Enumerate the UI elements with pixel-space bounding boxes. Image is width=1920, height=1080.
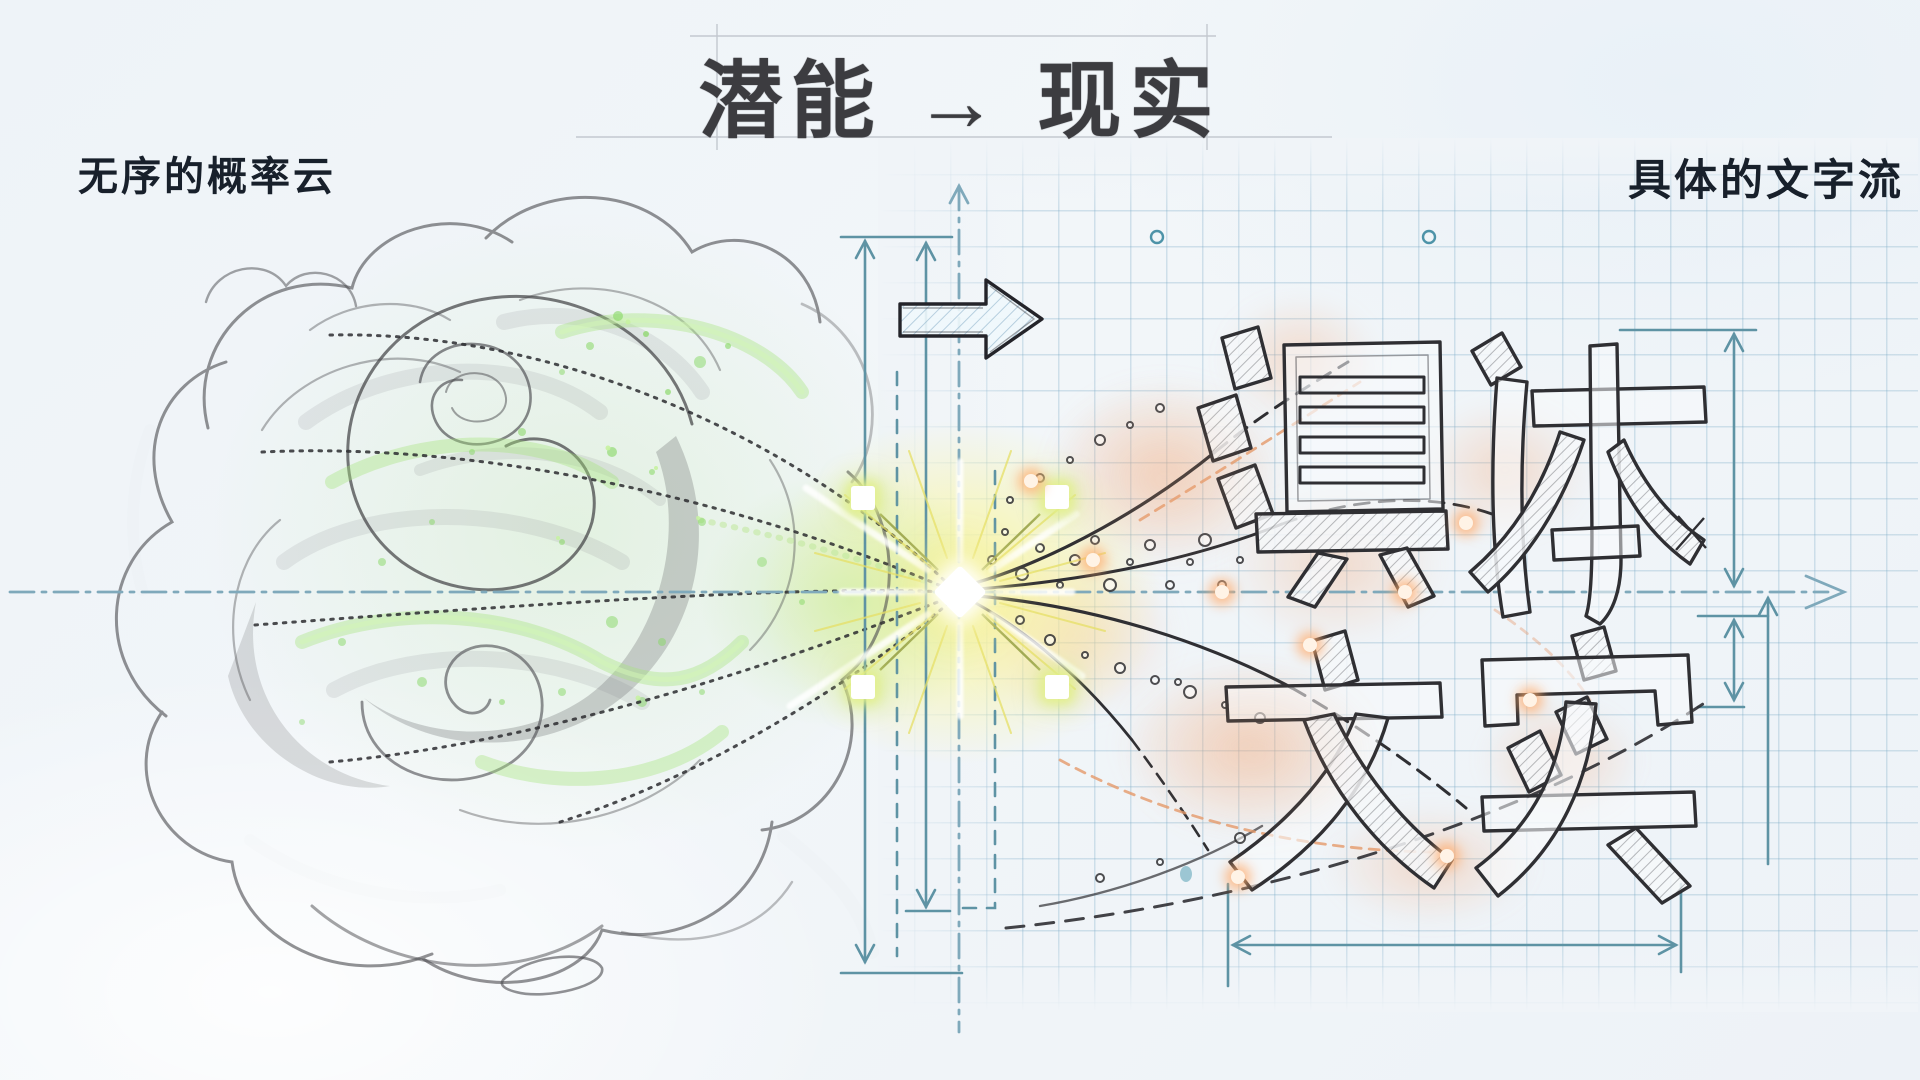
node-marker	[851, 486, 875, 510]
sketch-character-ti	[1468, 331, 1708, 626]
grid-fade	[878, 138, 1918, 208]
right-panel-label: 具体的文字流	[1628, 157, 1904, 205]
probability-cloud-sketch	[114, 195, 891, 996]
grid-node-marker	[1149, 229, 1165, 245]
green-energy-curves	[295, 313, 948, 786]
page-title: 潜能 → 现实	[698, 54, 1222, 148]
node-marker	[1045, 485, 1069, 509]
sketch-character-wen	[1224, 629, 1454, 892]
burst-rays	[786, 450, 1106, 734]
orange-glow-dot	[1024, 474, 1038, 488]
node-marker	[1045, 675, 1069, 699]
left-panel-label: 无序的概率云	[78, 155, 336, 199]
orange-glow-dot	[1303, 638, 1317, 652]
orange-glow-dot	[1215, 585, 1229, 599]
construction-lines	[576, 24, 1332, 150]
green-particles	[299, 311, 805, 725]
dimension-lines-left	[839, 235, 997, 975]
orange-glow-dot	[1459, 516, 1473, 530]
orange-glow-dot	[1231, 870, 1245, 884]
orange-glow-dot	[1523, 693, 1537, 707]
flow-arrow-icon	[898, 278, 1044, 360]
grid-fade	[878, 942, 1918, 1012]
orange-glow-dot	[1440, 849, 1454, 863]
sketch-character-ju	[1196, 325, 1450, 609]
ink-drop	[1180, 866, 1192, 882]
sketch-character-shi	[1474, 625, 1698, 905]
grid-node-marker	[1421, 229, 1437, 245]
node-marker	[851, 675, 875, 699]
orange-glow-dot	[1086, 553, 1100, 567]
orange-wash-top	[1130, 670, 1380, 840]
orange-glow-dot	[1398, 585, 1412, 599]
orange-wash-top	[1050, 390, 1280, 570]
dimension-lines-right	[1226, 328, 1779, 988]
